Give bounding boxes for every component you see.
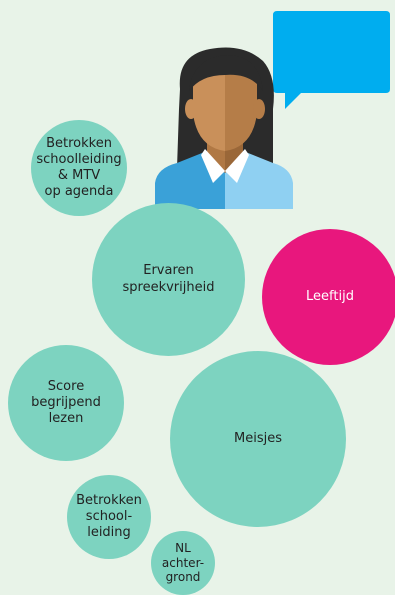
speech-bubble-icon (273, 11, 390, 109)
bubble-label: Meisjes (234, 430, 282, 446)
bubble-betrokken-schoolleiding-mtv: Betrokken schoolleiding & MTV op agenda (31, 120, 127, 216)
bubble-meisjes: Meisjes (170, 351, 346, 527)
bubble-label: Betrokken school- leiding (76, 492, 142, 541)
bubble-label: Score begrijpend lezen (31, 378, 101, 427)
bubble-leeftijd: Leeftijd (262, 229, 395, 365)
bubble-label: Betrokken schoolleiding & MTV op agenda (36, 135, 122, 200)
bubble-betrokken-schoolleiding: Betrokken school- leiding (67, 475, 151, 559)
bubble-label: Leeftijd (306, 288, 354, 304)
bubble-label: Ervaren spreekvrijheid (122, 263, 215, 295)
bubble-nl-achtergrond: NL achter- grond (151, 531, 215, 595)
person-icon (155, 47, 293, 209)
bubble-ervaren-spreekvrijheid: Ervaren spreekvrijheid (92, 203, 245, 356)
bubble-score-begrijpend-lezen: Score begrijpend lezen (8, 345, 124, 461)
bubble-label: NL achter- grond (161, 541, 205, 585)
